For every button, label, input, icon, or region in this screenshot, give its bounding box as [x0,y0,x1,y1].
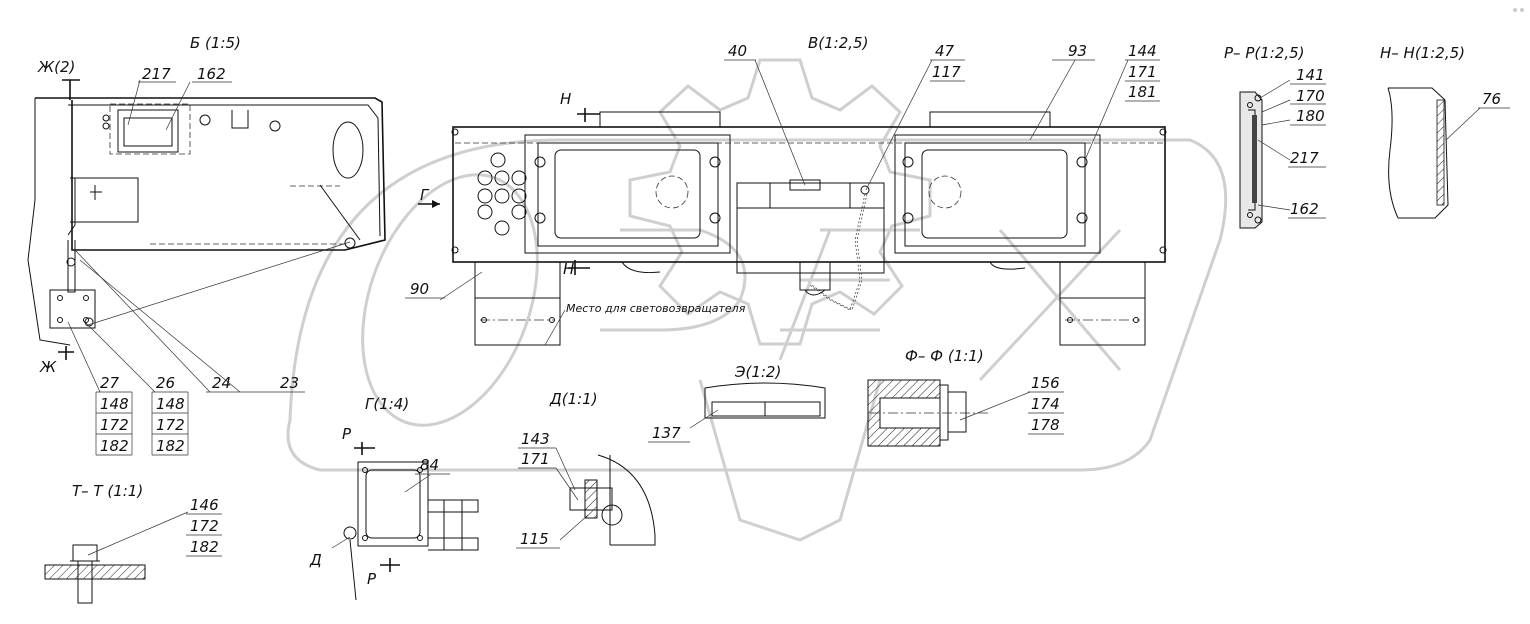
callout-24: 24 [212,374,231,392]
callout-171b: 171 [521,450,550,468]
callout-stack-144: 144 171 181 [1125,42,1160,102]
callout-144: 144 [1128,42,1157,60]
callout-182a: 182 [100,437,129,455]
view-e-title: Э(1:2) [734,363,781,381]
view-b: Б (1:5) Ж(2) Ж [27,34,386,393]
callouts-view-b: 217 162 27 148 172 182 26 148 172 182 24… [95,65,305,456]
view-hh-title: Н– Н(1:2,5) [1380,44,1465,62]
view-zh-top-label: Ж(2) [37,58,75,76]
callout-180: 180 [1296,107,1325,125]
callout-84: 84 [420,456,439,474]
callout-172b: 172 [156,416,185,434]
callout-178: 178 [1031,416,1060,434]
view-d-title: Д(1:1) [549,390,598,408]
callout-217b: 217 [1290,149,1319,167]
callout-117: 117 [932,63,961,81]
view-zh-bottom-label: Ж [39,358,57,376]
view-d: Д(1:1) 143 171 115 [516,390,656,549]
callout-182t: 182 [190,538,219,556]
view-h-top-label: Н [560,90,571,108]
callout-stack-27: 27 148 172 182 [95,374,133,456]
view-tt: Т– Т (1:1) 146 172 182 [44,482,222,604]
view-p-bottom-label: Р [367,570,377,588]
callout-76: 76 [1482,90,1501,108]
callout-148b: 148 [156,395,185,413]
callout-93: 93 [1068,42,1087,60]
callout-90: 90 [410,280,429,298]
view-g: Г(1:4) Р Д Р 84 [309,395,479,601]
callout-stack-146: 146 172 182 [186,496,222,557]
callout-141: 141 [1296,66,1325,84]
view-d-small-label: Д [309,551,322,569]
callout-26: 26 [156,374,175,392]
callout-115: 115 [520,530,549,548]
callout-47: 47 [935,42,955,60]
callout-170: 170 [1296,87,1325,105]
view-v: В(1:2,5) Н Г [418,34,1167,346]
view-ff-title: Ф– Ф (1:1) [905,347,984,365]
reflector-note: Место для световозвращателя [566,302,746,315]
callout-23: 23 [280,374,299,392]
view-e: Э(1:2) 137 [648,363,826,443]
callout-stack-156: 156 174 178 [1028,374,1064,435]
callout-172t: 172 [190,517,219,535]
watermark-logo [286,8,1524,542]
view-g-title: Г(1:4) [365,395,409,413]
callout-156: 156 [1031,374,1060,392]
callouts-view-v: 40 47 117 93 144 171 181 90 Место для св… [405,42,1160,315]
view-rr-title: Р– Р(1:2,5) [1224,44,1305,62]
view-v-title: В(1:2,5) [808,34,868,52]
callout-182b: 182 [156,437,185,455]
callout-148a: 148 [100,395,129,413]
callout-172a: 172 [100,416,129,434]
view-b-title: Б (1:5) [190,34,241,52]
callout-181: 181 [1128,83,1157,101]
view-hh: Н– Н(1:2,5) 76 [1380,44,1510,219]
view-tt-title: Т– Т (1:1) [72,482,143,500]
view-rr: Р– Р(1:2,5) 141 170 180 217 162 [1224,44,1326,229]
view-h-bottom-label: Н [563,260,574,278]
callout-137: 137 [652,424,681,442]
callout-40: 40 [728,42,747,60]
callout-174: 174 [1031,395,1060,413]
callout-stack-141: 141 170 180 [1290,66,1326,126]
view-ff: Ф– Ф (1:1) 156 174 178 [867,347,1064,447]
callout-162b: 162 [1290,200,1319,218]
callout-27: 27 [100,374,120,392]
callout-146: 146 [190,496,219,514]
view-g-arrow-label: Г [420,186,430,204]
callout-143: 143 [521,430,550,448]
view-p-top-label: Р [342,425,352,443]
callout-stack-26: 26 148 172 182 [151,374,189,456]
callout-162a: 162 [197,65,226,83]
callout-stack-143: 143 171 [518,430,556,469]
callout-217a: 217 [142,65,171,83]
callout-171a: 171 [1128,63,1157,81]
